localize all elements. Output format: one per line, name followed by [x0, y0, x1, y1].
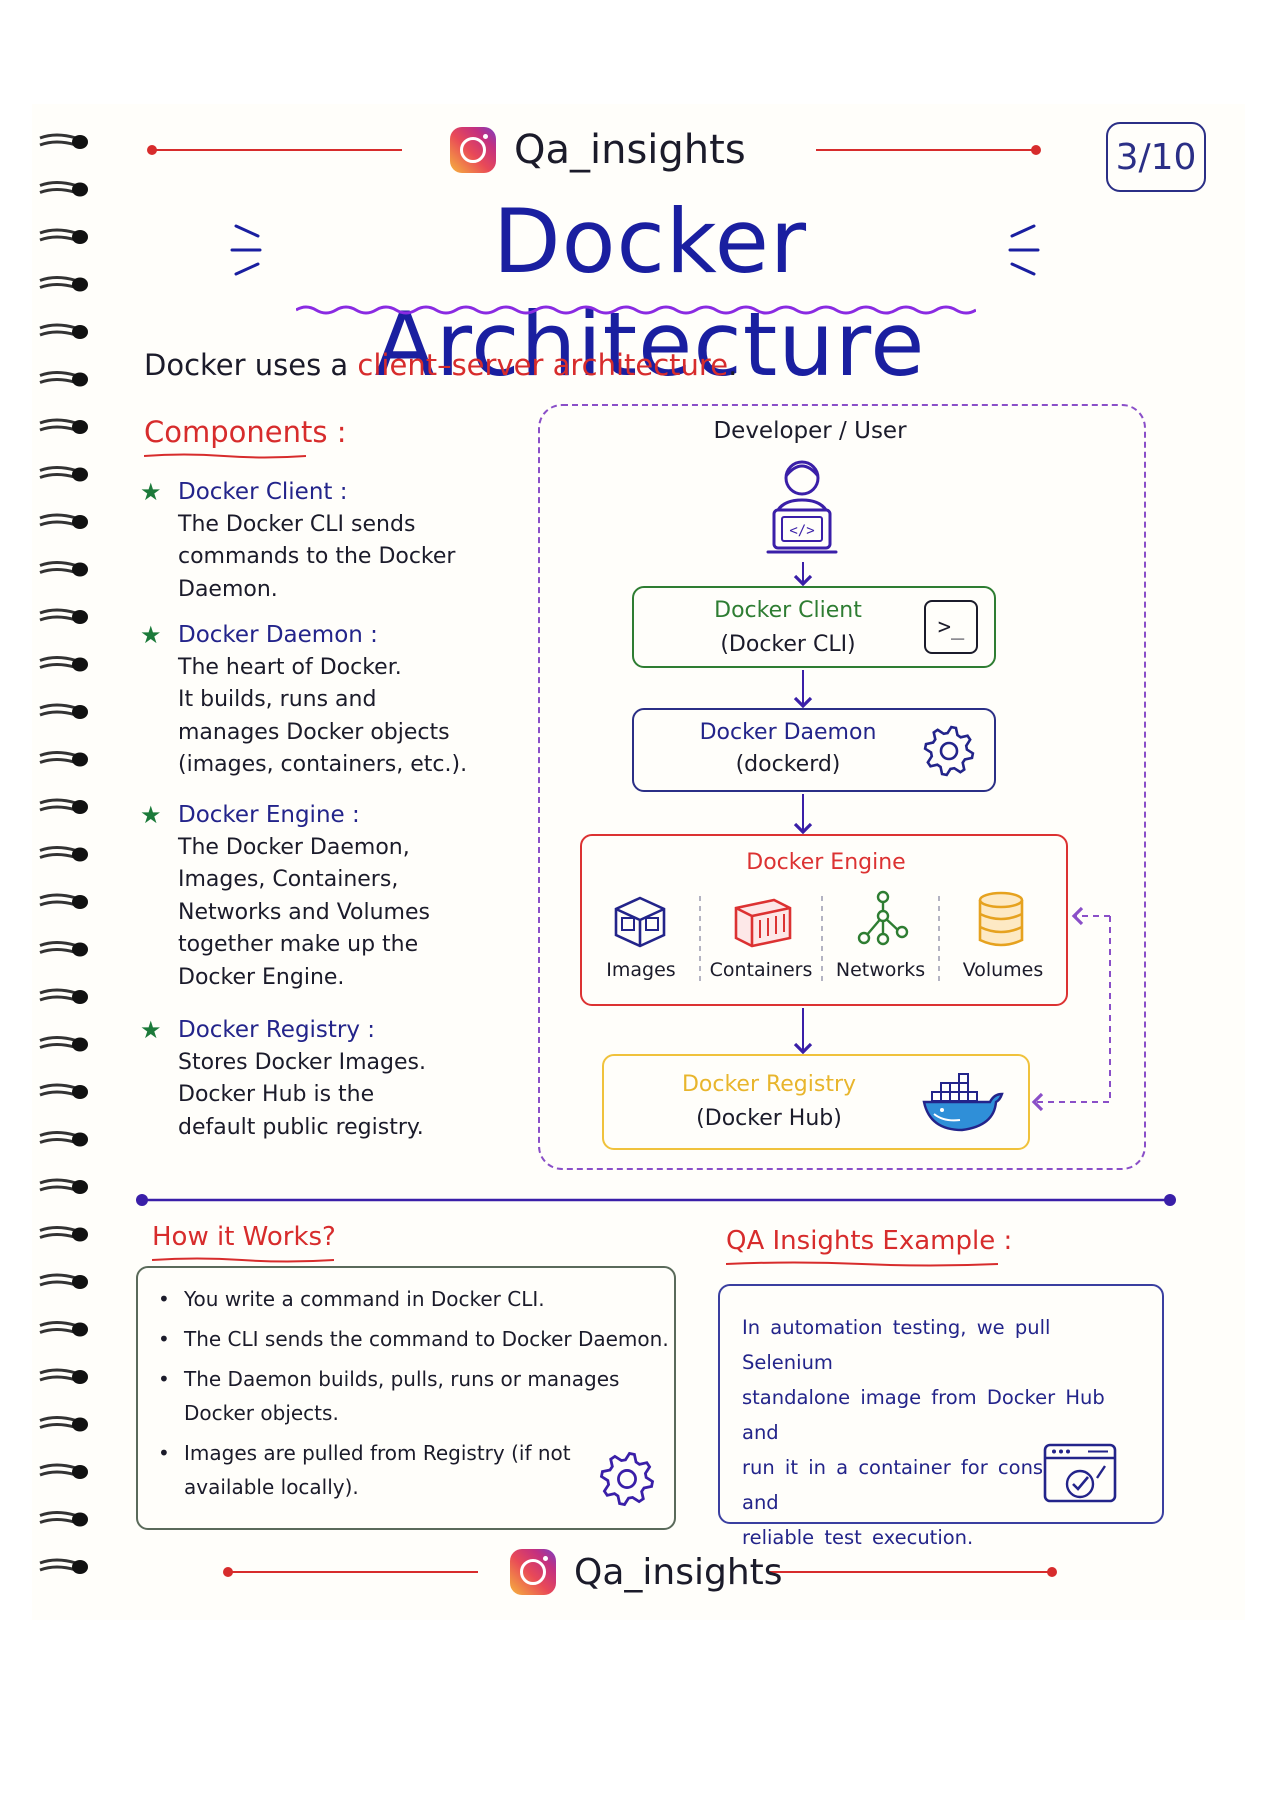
star-icon: ★	[140, 801, 162, 829]
component-docker-engine: ★ Docker Engine : The Docker Daemon, Ima…	[140, 801, 430, 990]
components-underline	[144, 453, 306, 459]
volumes-database-icon	[978, 891, 1024, 947]
docker-registry-subtitle: (Docker Hub)	[696, 1106, 842, 1131]
docker-client-subtitle: (Docker CLI)	[720, 632, 856, 657]
spiral-binding	[39, 133, 88, 1574]
section-divider	[136, 1194, 1176, 1206]
developer-laptop-icon: </>	[766, 460, 838, 554]
docker-client-box: Docker Client (Docker CLI) >_	[632, 586, 996, 668]
page-number-badge: 3/10	[1106, 122, 1206, 192]
code-symbol-label: </>	[789, 523, 814, 539]
engine-dividers	[699, 896, 940, 986]
docker-client-title: Docker Client	[714, 598, 862, 623]
engine-part-images: Images	[606, 959, 676, 981]
title-underline	[296, 305, 976, 315]
star-icon: ★	[140, 621, 162, 649]
title-spark-right-icon	[1008, 224, 1040, 276]
brand-handle: Qa_insights	[574, 1551, 783, 1593]
containers-box-icon	[734, 898, 792, 948]
qa-example-text: In automation testing, we pull Selenium …	[742, 1316, 1105, 1549]
networks-nodes-icon	[857, 890, 909, 946]
docker-whale-icon	[922, 1073, 1004, 1132]
intro-sentence: Docker uses a client–server architecture…	[144, 348, 738, 382]
component-docker-daemon: ★ Docker Daemon : The heart of Docker. I…	[140, 621, 468, 777]
title-spark-left-icon	[230, 224, 262, 276]
docker-daemon-title: Docker Daemon	[699, 720, 877, 745]
engine-part-containers: Containers	[709, 959, 813, 981]
intro-highlight: client–server architecture	[357, 348, 729, 382]
architecture-diagram-frame	[538, 404, 1146, 1170]
gear-icon	[923, 725, 975, 777]
star-icon: ★	[140, 478, 162, 506]
developer-user-label: Developer / User	[713, 418, 907, 444]
docker-registry-title: Docker Registry	[681, 1072, 857, 1097]
browser-check-icon	[1043, 1443, 1117, 1503]
how-bullet: •The Daemon builds, pulls, runs or manag…	[158, 1367, 620, 1425]
docker-engine-box: Docker Engine Images Containers Networks	[580, 834, 1068, 1006]
how-bullet: •You write a command in Docker CLI.	[158, 1287, 545, 1311]
docker-engine-title: Docker Engine	[746, 850, 906, 875]
component-docker-client: ★ Docker Client : The Docker CLI sends c…	[140, 478, 456, 602]
engine-part-networks: Networks	[835, 959, 926, 981]
engine-part-volumes: Volumes	[962, 959, 1044, 981]
how-underline	[152, 1257, 334, 1263]
docker-daemon-box: Docker Daemon (dockerd)	[632, 708, 996, 792]
components-heading: Components :	[144, 415, 347, 449]
star-icon: ★	[140, 1016, 162, 1044]
diagram-arrows	[793, 562, 1111, 1112]
docker-daemon-subtitle: (dockerd)	[735, 752, 841, 777]
terminal-icon: >_	[924, 600, 978, 654]
how-it-works-heading: How it Works?	[152, 1222, 336, 1252]
header-rule	[147, 145, 1041, 155]
how-it-works-box	[136, 1266, 676, 1530]
how-bullet: •The CLI sends the command to Docker Dae…	[158, 1327, 669, 1351]
qa-example-heading: QA Insights Example :	[726, 1226, 1013, 1256]
instagram-icon	[510, 1549, 556, 1595]
brand-handle: Qa_insights	[514, 127, 746, 173]
brand-header: Qa_insights	[450, 120, 746, 180]
qa-underline	[726, 1261, 998, 1267]
qa-example-box	[718, 1284, 1164, 1524]
footer-rule	[223, 1567, 1057, 1577]
gear-icon	[599, 1451, 655, 1507]
instagram-icon	[450, 127, 496, 173]
images-cube-icon	[614, 896, 666, 948]
how-bullet: •Images are pulled from Registry (if not…	[158, 1441, 571, 1499]
docker-registry-box: Docker Registry (Docker Hub)	[602, 1054, 1030, 1150]
page-title: Docker Architecture	[374, 190, 926, 396]
component-docker-registry: ★ Docker Registry : Stores Docker Images…	[140, 1016, 426, 1140]
brand-footer: Qa_insights	[510, 1542, 783, 1602]
